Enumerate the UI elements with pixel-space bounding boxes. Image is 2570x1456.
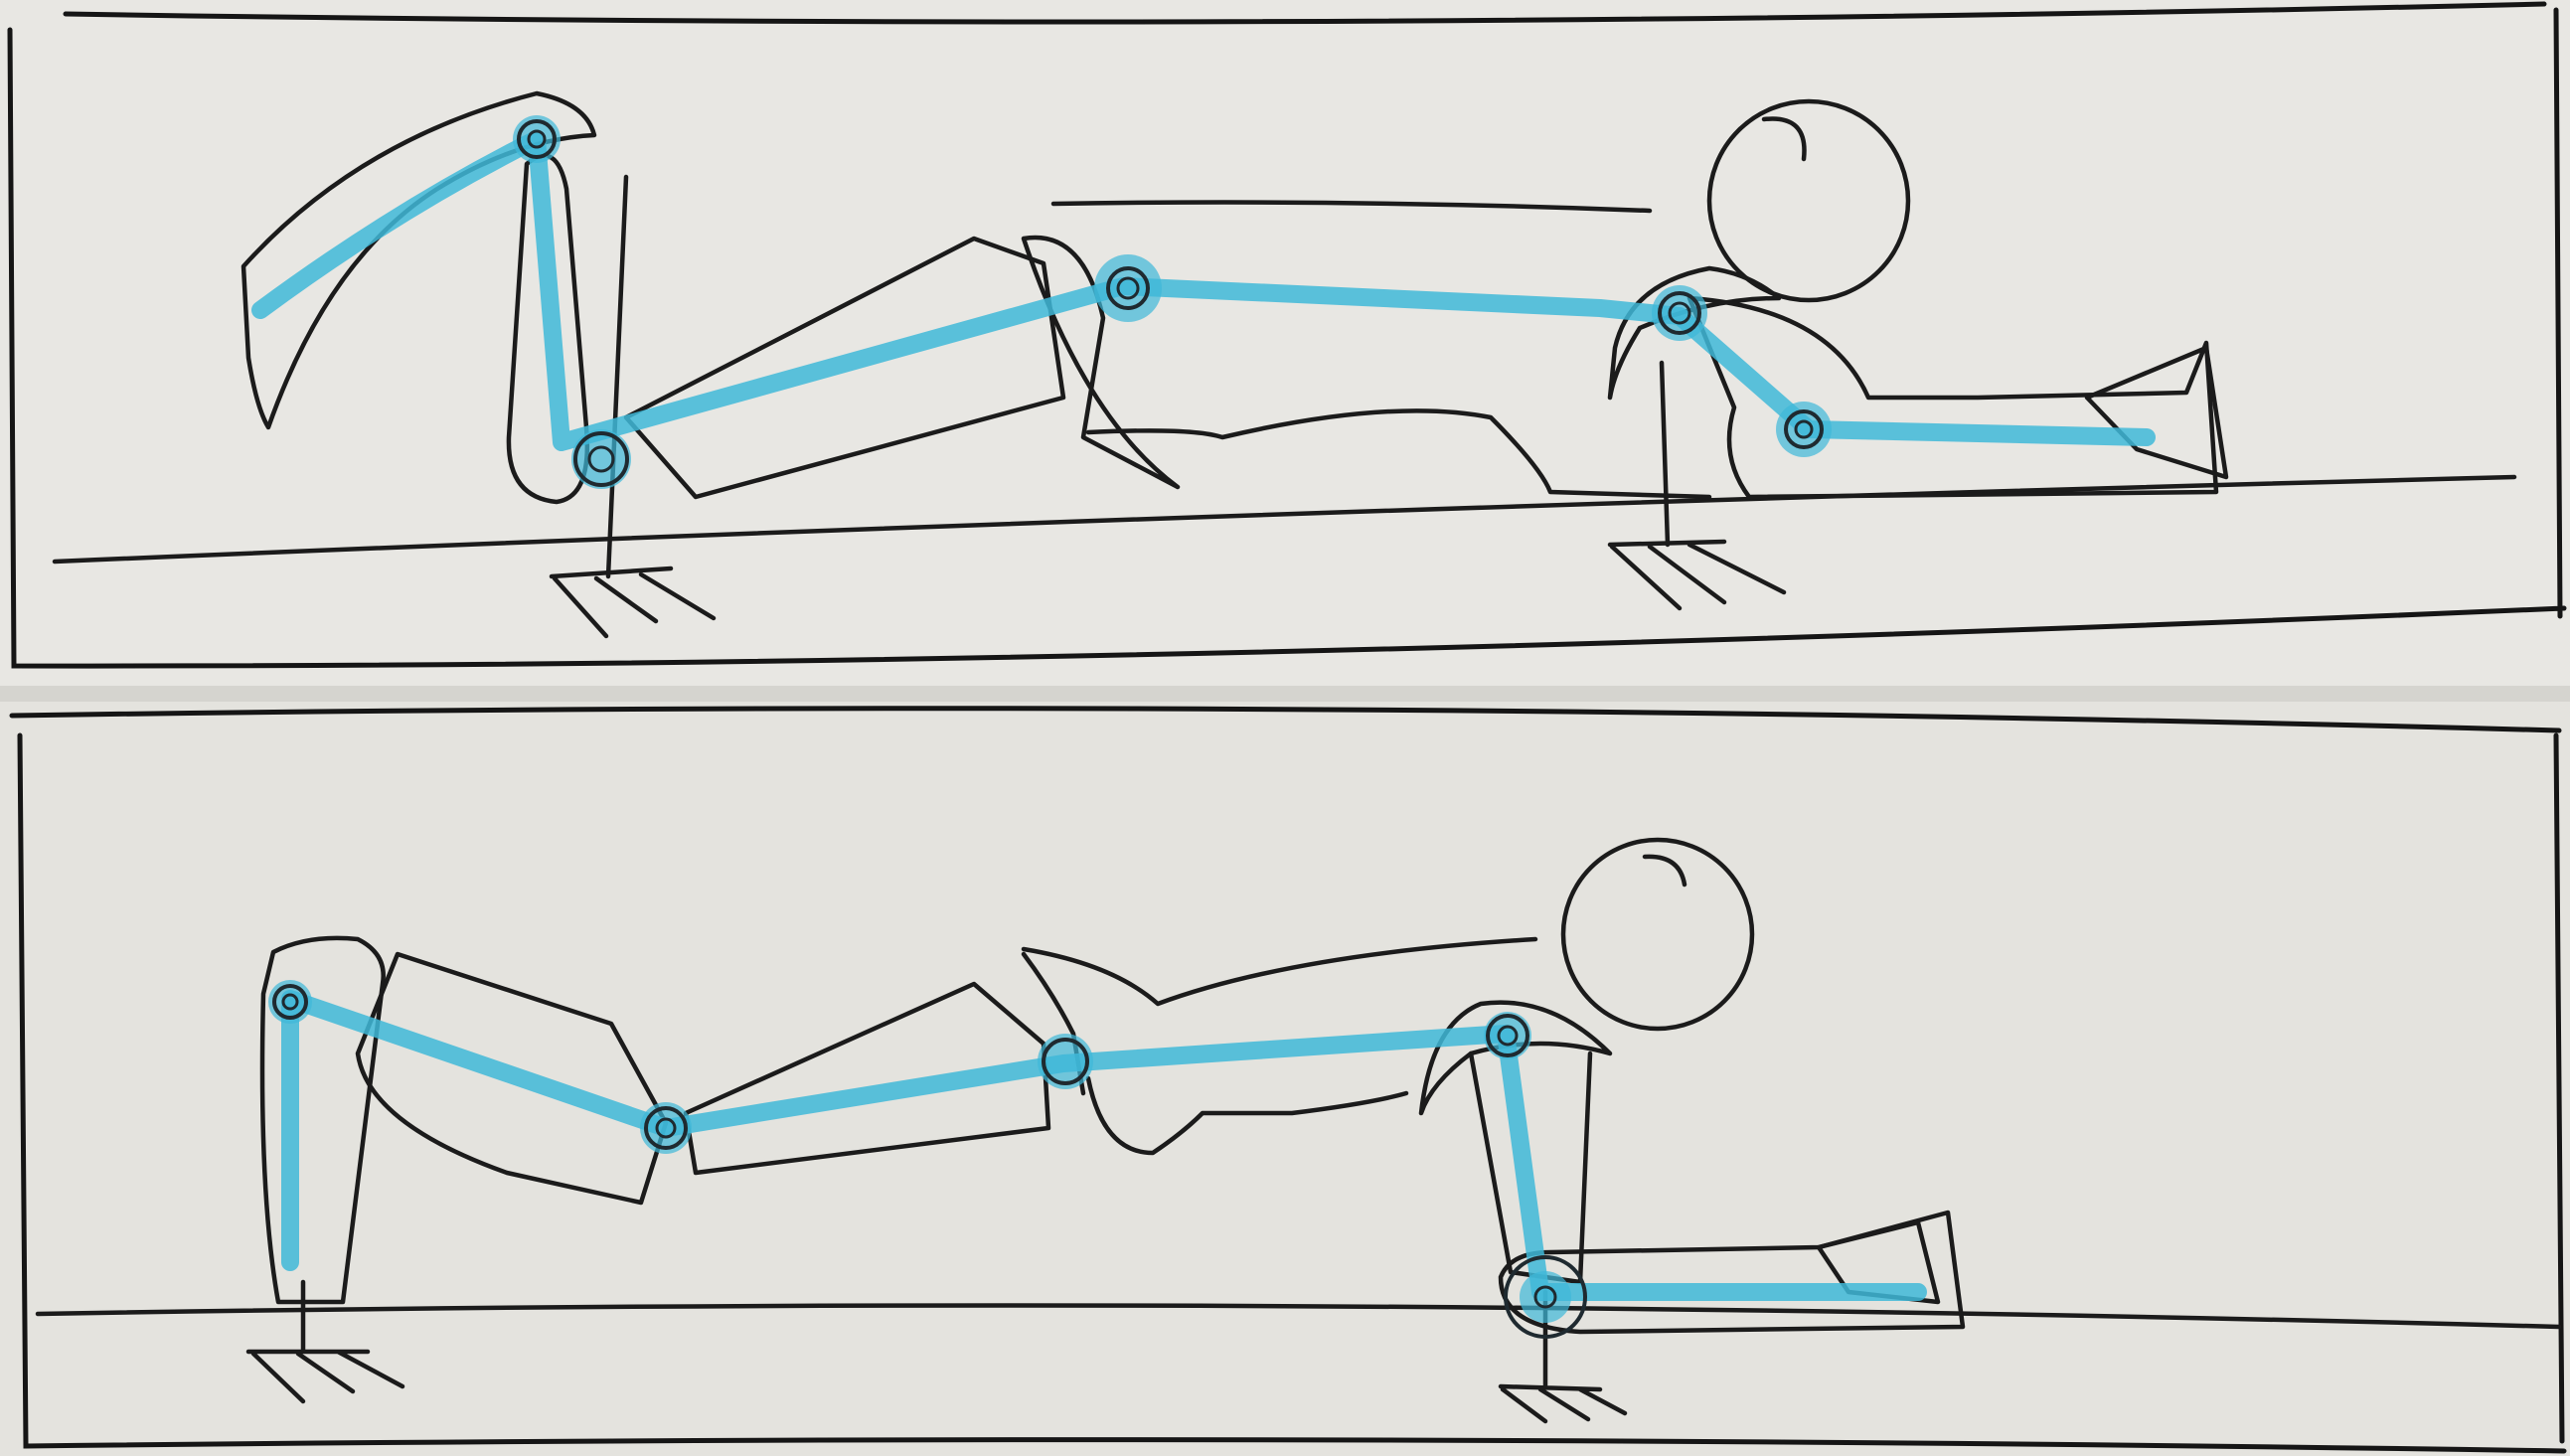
- joint-shoulder-bottom: [1484, 1012, 1531, 1059]
- panel-bottom: [0, 702, 2570, 1456]
- joint-hip: [1094, 254, 1162, 322]
- joint-knee-bottom: [640, 1102, 692, 1154]
- panel-divider: [0, 686, 2570, 702]
- panel-top: [0, 0, 2570, 688]
- joint-elbow: [1776, 402, 1832, 457]
- joint-ankle: [513, 115, 561, 163]
- joint-hip-bottom: [1038, 1034, 1093, 1089]
- panel-bottom-paper: [0, 702, 2570, 1456]
- panel-top-paper: [0, 0, 2570, 688]
- joint-knee: [571, 429, 631, 489]
- joint-ankle-bottom: [268, 980, 312, 1024]
- joint-shoulder: [1652, 285, 1707, 341]
